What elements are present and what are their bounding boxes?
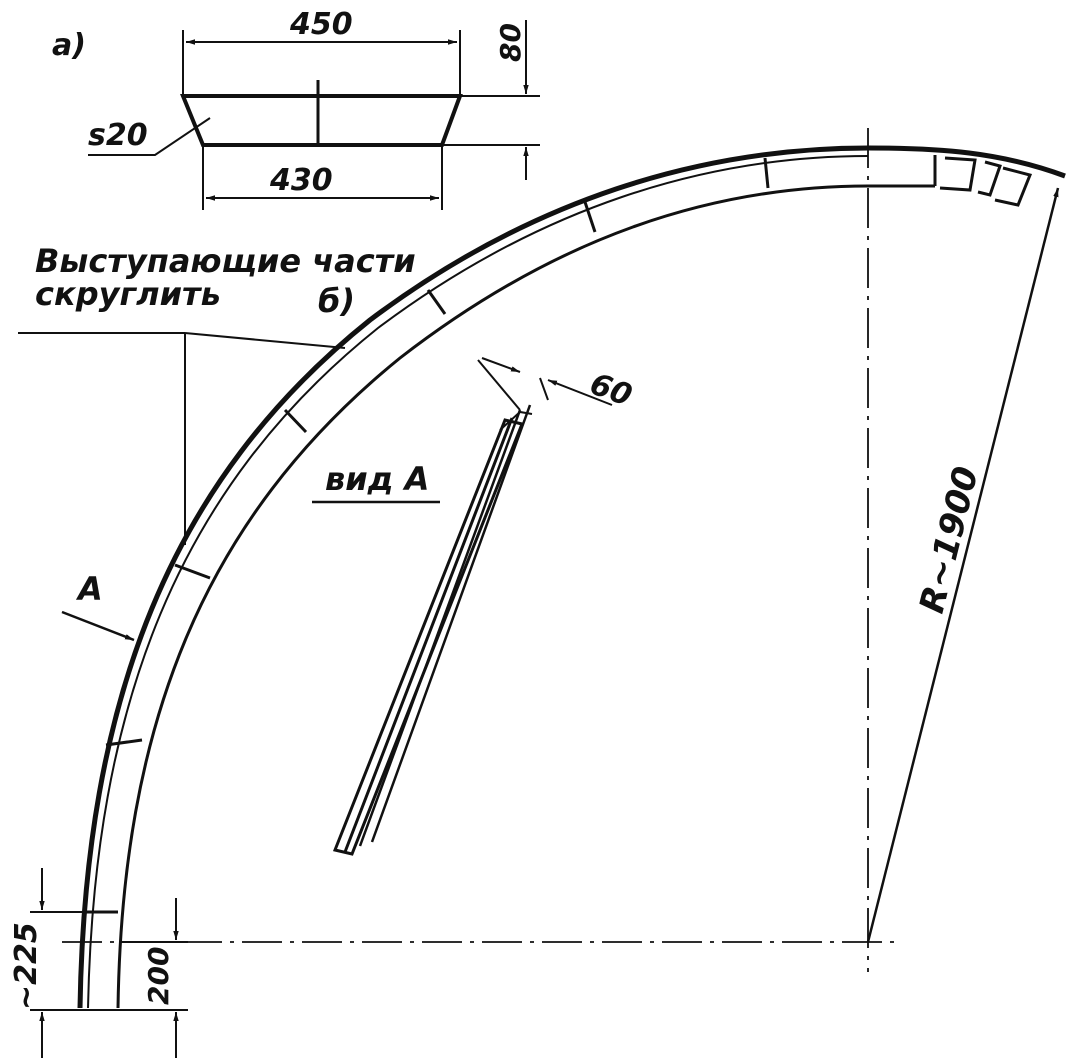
view-arrow [61,610,135,642]
part-a-label: а) [52,28,86,63]
dim-60-label: 60 [585,367,636,414]
part-b-label: б) [318,282,355,320]
dim-60-ext [539,377,549,401]
dim-225-label: ~225 [9,922,44,1010]
joint [763,157,770,189]
arch-outer-edge-2 [87,155,869,1009]
end-detail [977,160,1002,197]
note-line-1: Выступающие части [35,242,416,280]
joint [583,201,597,233]
note-line-2: скруглить [35,275,221,313]
thickness-label: s20 [88,118,148,153]
arch-inner-edge [116,184,935,1009]
dim-200-label: 200 [142,947,175,1005]
part-b-arch: Выступающие части скруглить б) А [9,128,1066,1058]
strip-layer [343,417,514,853]
joint [174,563,211,580]
radius-label: R~1900 [912,463,987,618]
view-arrow-label: А [75,570,103,608]
joint [283,408,308,434]
dim-450-label: 450 [289,7,353,42]
thickness-leader [88,117,211,156]
dim-430-label: 430 [269,163,333,198]
arch-outer-edge [77,145,1066,1009]
strip-layer [370,404,532,843]
joint [426,289,447,315]
view-a-strip [332,404,533,856]
segment-joints [84,155,1033,914]
blank-section-outline [180,94,463,147]
dim-60-line [481,357,521,373]
dim-60-line [547,379,613,406]
end-detail [994,166,1033,207]
end-detail [939,156,977,192]
strip-layer [499,410,533,431]
radius-line [866,187,1060,943]
part-a-detail: а) 450 430 80 s20 [52,7,540,210]
dim-60-ext [477,359,521,411]
note-leader-1 [184,332,346,349]
view-label: вид А [325,460,429,498]
joint [105,738,143,747]
dim-80-label: 80 [494,23,527,62]
strip-layer [358,409,522,847]
